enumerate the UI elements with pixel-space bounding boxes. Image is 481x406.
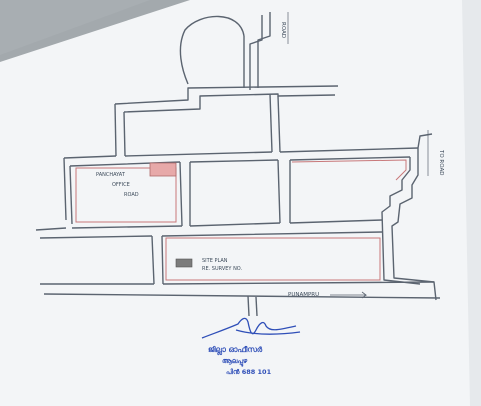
vroad-right-b <box>277 95 281 153</box>
hatched-site-marker <box>175 258 193 268</box>
upper-road-top <box>114 85 339 105</box>
vsep-2a <box>277 159 281 224</box>
right-road-b <box>381 157 421 285</box>
stamp-line-3: പിൻ 688 101 <box>226 368 272 376</box>
paper-edge-right <box>462 0 481 406</box>
left-road-a <box>63 157 67 221</box>
vsep-1a <box>179 161 183 227</box>
right-road-c <box>391 148 437 301</box>
road-network <box>35 12 441 317</box>
upper-road-bottom <box>123 93 336 113</box>
bottom-road-top <box>40 281 435 285</box>
lower-road-top <box>35 219 383 231</box>
lower-vroad-a <box>151 235 155 285</box>
left-road-b <box>69 165 73 225</box>
stamp-line-1: ജില്ലാ ഓഫീസർ <box>208 344 263 356</box>
right-road-label: TO ROAD <box>438 149 444 176</box>
bottom-connector-b <box>255 296 258 317</box>
highlighted-site <box>149 162 177 177</box>
bottom-road-bottom <box>43 293 441 299</box>
plot-left <box>75 167 177 223</box>
bottom-road-label: PUNAMPRU <box>288 292 319 298</box>
signature <box>201 317 301 339</box>
top-curved-road <box>249 15 263 90</box>
site-label-2: RE. SURVEY NO. <box>202 266 243 272</box>
lower-vroad-b <box>161 235 164 285</box>
vroad-right-a <box>269 93 273 153</box>
left-building-label-3: ROAD <box>124 192 139 198</box>
left-building-label-1: PANCHAYAT <box>96 172 126 178</box>
top-curved-road-outer <box>179 15 245 85</box>
lower-road-bottom <box>39 231 383 239</box>
plot-right <box>291 159 407 181</box>
paper-shadow-fold <box>0 0 150 55</box>
top-road-label: ROAD <box>280 22 286 38</box>
left-building-label-2: OFFICE <box>112 182 130 188</box>
site-label-1: SITE PLAN <box>202 258 228 264</box>
top-road-vertical-right <box>257 12 271 88</box>
plot-middle-lower <box>165 237 381 281</box>
bottom-road-arrow <box>330 291 368 299</box>
stamp-line-2: ആലപ്പുഴ <box>222 357 248 367</box>
vroad-left-b <box>123 111 126 157</box>
bottom-connector-a <box>247 295 250 317</box>
plots <box>75 159 407 281</box>
vroad-left-a <box>114 103 117 157</box>
middle-road-top <box>63 147 419 159</box>
